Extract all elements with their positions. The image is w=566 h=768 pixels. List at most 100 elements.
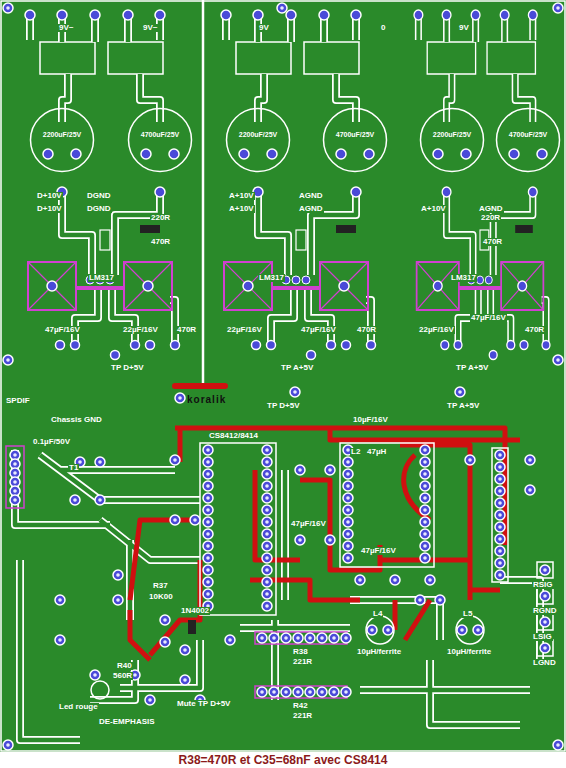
pcb-artwork-part xyxy=(293,687,303,697)
pcb-artwork-part xyxy=(329,633,339,643)
pcb-artwork-part xyxy=(262,481,272,491)
pcb-artwork-part xyxy=(190,515,200,525)
pad xyxy=(425,575,435,585)
silkscreen-label: 470R xyxy=(524,326,545,334)
pcb-artwork-part xyxy=(262,445,272,455)
pcb-artwork-part xyxy=(528,488,532,492)
pad xyxy=(420,457,430,467)
pcb-artwork-part xyxy=(495,498,505,508)
pcb-artwork-part xyxy=(265,484,269,488)
silkscreen-label: TP A+5V xyxy=(280,364,314,372)
pad xyxy=(203,493,213,503)
pcb-artwork-part xyxy=(95,495,105,505)
silkscreen-label: 22µF/16V xyxy=(418,326,455,334)
pcb-artwork-part xyxy=(498,573,502,577)
pad xyxy=(455,387,465,397)
ic-outline xyxy=(200,443,276,615)
pcb-artwork-part xyxy=(420,541,430,551)
pad xyxy=(281,633,291,643)
silkscreen-label: 10µH/ferrite xyxy=(446,648,492,656)
pcb-artwork-part xyxy=(6,743,10,747)
pcb-artwork-part xyxy=(298,538,302,542)
silkscreen-label: 221R xyxy=(292,712,313,720)
pcb-artwork-part xyxy=(257,633,267,643)
pad xyxy=(160,637,170,647)
pcb-artwork-part xyxy=(203,565,213,575)
capacitor-value: 2200uF/25V xyxy=(42,131,83,138)
pcb-artwork-part xyxy=(98,460,102,464)
pad xyxy=(420,553,430,563)
pad xyxy=(262,517,272,527)
silkscreen-label: R42 xyxy=(292,702,309,710)
pad xyxy=(343,529,353,539)
pcb-artwork-part xyxy=(160,637,170,647)
silkscreen-label: DE-EMPHASIS xyxy=(98,718,156,726)
silkscreen-label: 9V~ xyxy=(58,24,74,32)
pad xyxy=(113,595,123,605)
capacitor-circle xyxy=(324,109,387,172)
pad xyxy=(343,517,353,527)
pcb-artwork-part xyxy=(495,450,505,460)
pcb-artwork-part xyxy=(203,589,213,599)
analog-supply xyxy=(221,10,376,360)
capacitor-circle xyxy=(495,107,561,173)
capacitor-outline: 2200uF/25V xyxy=(225,107,291,173)
pad xyxy=(277,3,287,13)
pcb-artwork-part xyxy=(265,556,269,560)
pad xyxy=(540,565,550,575)
silkscreen-label: 220R xyxy=(480,214,501,222)
capacitor-outline: 4700uF/25V xyxy=(322,107,388,173)
pcb-artwork-part xyxy=(10,495,20,505)
pcb-artwork-part xyxy=(420,481,430,491)
pad xyxy=(113,570,123,580)
silkscreen-label: T1 xyxy=(68,464,79,472)
pcb-artwork-part xyxy=(498,465,502,469)
pcb-artwork-part xyxy=(183,648,187,652)
pad xyxy=(495,570,505,580)
pcb-artwork-part xyxy=(540,643,550,653)
pcb-artwork-part xyxy=(343,469,353,479)
silkscreen-label: 0 xyxy=(380,24,386,32)
pad xyxy=(3,740,13,750)
pcb-artwork-part xyxy=(341,687,351,697)
pad xyxy=(203,481,213,491)
pad xyxy=(329,633,339,643)
pad xyxy=(262,601,272,611)
pcb-artwork-part xyxy=(341,633,351,643)
pad xyxy=(329,687,339,697)
pcb-artwork-part xyxy=(206,448,210,452)
pcb-artwork-part xyxy=(423,448,427,452)
pcb-artwork-part xyxy=(438,598,442,602)
pad xyxy=(43,149,53,159)
digital-supply xyxy=(25,10,180,360)
silkscreen-label: 47µH xyxy=(366,448,387,456)
ic-outline xyxy=(340,443,434,567)
pcb-artwork-part xyxy=(293,633,303,643)
silkscreen-label: RSIG xyxy=(532,581,554,589)
pcb-artwork-part xyxy=(206,556,210,560)
pcb-artwork-part xyxy=(170,455,180,465)
pcb-artwork-part xyxy=(553,355,563,365)
pad xyxy=(281,687,291,697)
pcb-artwork-part xyxy=(262,457,272,467)
pcb-artwork-part xyxy=(495,558,505,568)
pad xyxy=(525,485,535,495)
pad xyxy=(180,645,190,655)
pcb-artwork-part xyxy=(90,670,100,680)
pcb-artwork-part xyxy=(175,393,185,403)
caption: R38=470R et C35=68nF avec CS8414 xyxy=(0,752,566,768)
capacitor-outline: 2200uF/25V xyxy=(419,107,485,173)
pad xyxy=(170,515,180,525)
pcb-artwork-part xyxy=(203,457,213,467)
pcb-artwork-part xyxy=(260,690,264,694)
pcb-artwork-part xyxy=(465,455,475,465)
silkscreen-label: 220R xyxy=(150,214,171,222)
pad xyxy=(495,510,505,520)
pad xyxy=(203,589,213,599)
pad xyxy=(415,595,425,605)
silkscreen-label: 22µF/16V xyxy=(122,326,159,334)
pad xyxy=(55,635,65,645)
pcb-artwork-part xyxy=(415,595,425,605)
pcb-artwork-part xyxy=(390,575,400,585)
pcb-artwork-part xyxy=(317,687,327,697)
